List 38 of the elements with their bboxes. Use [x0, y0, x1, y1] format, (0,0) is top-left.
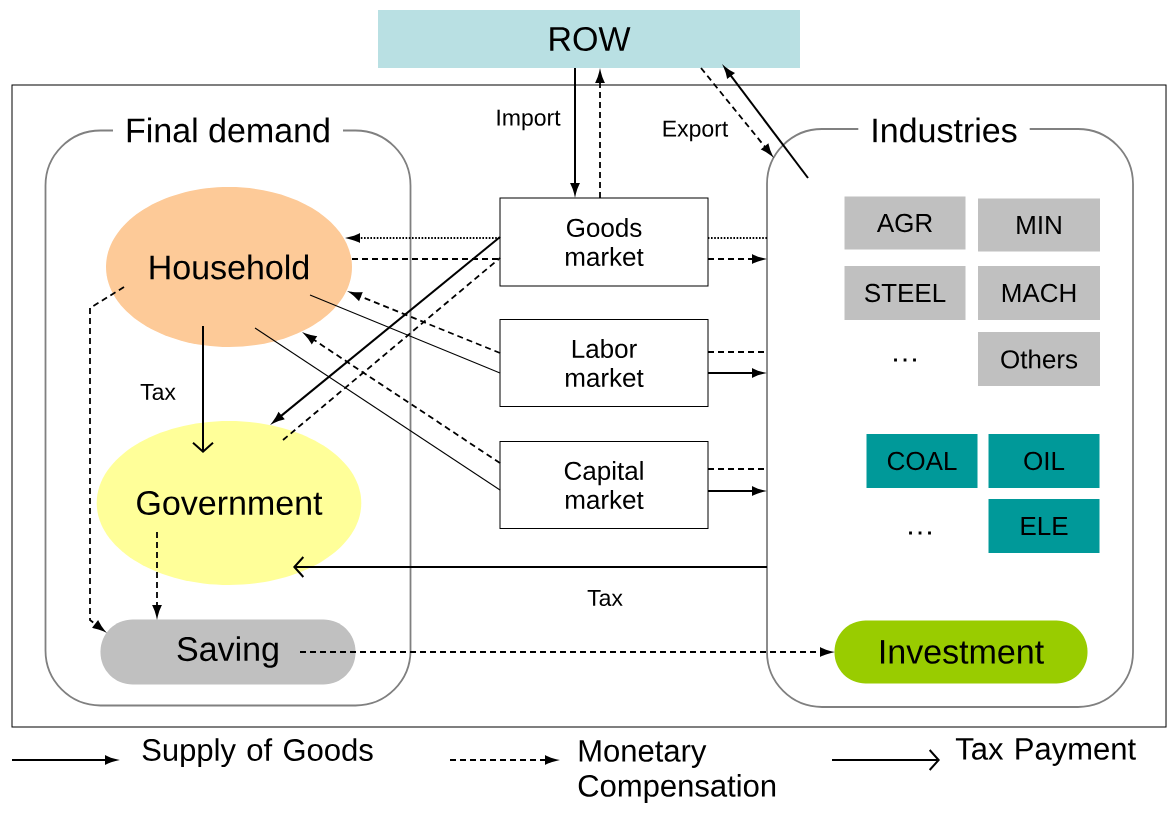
- arrow: [723, 66, 809, 179]
- arrow: [349, 291, 501, 354]
- legend-label: Tax Payment: [955, 738, 1136, 766]
- edge-label: Import: [494, 108, 562, 132]
- arrow: [595, 71, 605, 199]
- ellipsis-text: …: [909, 531, 931, 535]
- market-box: Capital market: [499, 441, 709, 529]
- sector-box: Others: [978, 332, 1100, 386]
- sector-box: MACH: [978, 266, 1100, 320]
- arrow: [304, 333, 501, 464]
- arrow: [700, 67, 773, 156]
- arrow: [299, 647, 832, 657]
- rounded-box: Investment: [834, 620, 1088, 684]
- sector-box: OIL: [988, 434, 1100, 488]
- arrow: [272, 236, 501, 424]
- arrow: [152, 531, 162, 617]
- arrow: [707, 254, 764, 264]
- edge-label: Tax: [139, 383, 177, 402]
- rounded-box: Saving: [100, 619, 356, 685]
- arrow: [707, 486, 764, 496]
- market-box: Labor market: [499, 319, 709, 407]
- region-box: ROW: [378, 10, 800, 68]
- sector-box: ELE: [988, 499, 1100, 553]
- edge-label: Export: [660, 119, 730, 143]
- arrow: [707, 368, 764, 378]
- ellipsis-text: …: [894, 358, 916, 362]
- market-box: Goods market: [499, 197, 709, 287]
- sector-box: COAL: [866, 434, 978, 488]
- sector-box: MIN: [978, 198, 1100, 252]
- arrow: [192, 325, 214, 453]
- arrow: [570, 67, 580, 195]
- arrow: [89, 286, 125, 632]
- legend-label: Monetary Compensation: [578, 740, 776, 803]
- sector-box: STEEL: [844, 266, 966, 320]
- edge-label: Tax: [586, 589, 624, 608]
- arrow: [293, 556, 768, 578]
- legend-label: Supply of Goods: [142, 738, 373, 768]
- sector-box: AGR: [844, 196, 966, 250]
